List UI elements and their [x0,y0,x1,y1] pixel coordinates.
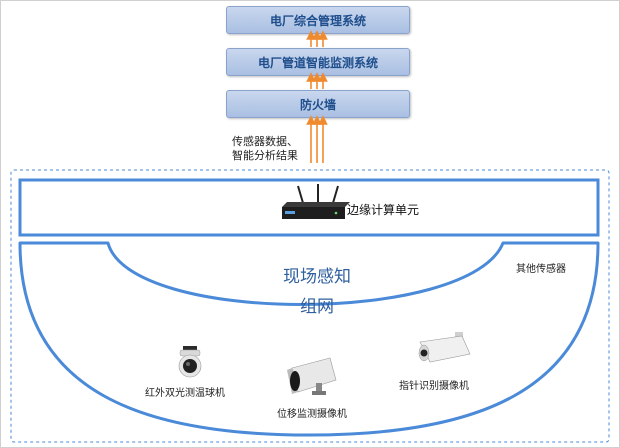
data-flow-label: 传感器数据、 智能分析结果 [232,135,298,163]
edge-computing-device-icon [282,184,350,219]
plant-management-system-label: 电厂综合管理系统 [269,13,366,28]
firewall-box: 防火墙 [226,90,410,118]
other-sensors-label: 其他传感器 [516,264,566,275]
arrows-middle-to-top [306,30,328,47]
field-network-label-line2: 组网 [300,297,334,317]
data-flow-label-line1: 传感器数据、 [232,135,298,148]
infrared-camera-label: 红外双光测温球机 [145,388,225,399]
data-flow-label-line2: 智能分析结果 [232,149,298,162]
field-network-label: 现场感知 组网 [279,262,355,322]
field-network-arc [18,241,600,437]
arrows-firewall-to-middle [306,72,328,89]
displacement-bullet-camera-icon [287,357,337,395]
arrows-edge-to-firewall [306,115,328,163]
firewall-label: 防火墙 [299,97,336,112]
field-boundary-dashed [10,169,610,443]
displacement-camera-label: 位移监测摄像机 [277,409,347,420]
pipeline-monitoring-system-label: 电厂管道智能监测系统 [257,55,378,70]
pointer-recognition-camera-icon [418,332,471,363]
field-network-label-line1: 现场感知 [283,267,351,287]
pointer-camera-label: 指针识别摄像机 [399,381,469,392]
edge-computing-unit-label: 边缘计算单元 [347,203,420,217]
infrared-dome-camera-icon [178,346,202,378]
